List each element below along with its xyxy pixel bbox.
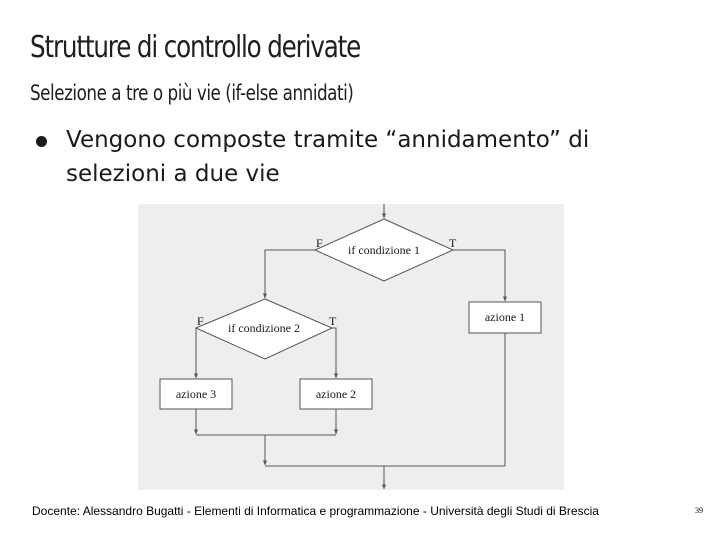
bullet-text: Vengono composte tramite “annidamento” d… <box>66 127 590 187</box>
slide-title: Strutture di controllo derivate <box>30 30 361 65</box>
branch-true-outer <box>453 249 507 302</box>
action-label-1: azione 1 <box>485 310 525 324</box>
action-label-3: azione 3 <box>176 387 216 401</box>
page-number: 39 <box>695 506 703 515</box>
footer-text: Docente: Alessandro Bugatti - Elementi d… <box>32 504 599 518</box>
decision-diamond-condition-1 <box>313 218 455 282</box>
decision-label-condition-2: if condizione 2 <box>228 321 300 335</box>
action-label-2: azione 2 <box>316 387 356 401</box>
true-label-outer: T <box>449 236 457 250</box>
bullet-list: Vengono composte tramite “annidamento” d… <box>34 123 626 191</box>
slide-subtitle: Selezione a tre o più vie (if-else annid… <box>30 81 354 105</box>
false-label-inner: F <box>197 314 204 328</box>
action-box-3 <box>159 378 233 410</box>
flowchart-svg: if condizione 1 F T azione 1 if condizio… <box>159 204 542 490</box>
false-label-outer: F <box>316 236 323 250</box>
decision-label-condition-1: if condizione 1 <box>348 243 420 257</box>
bullet-dot-icon <box>36 136 47 147</box>
action-box-2 <box>299 378 373 410</box>
true-label-inner: T <box>329 314 337 328</box>
decision-diamond-condition-2 <box>194 298 334 360</box>
branch-false-outer <box>263 249 315 299</box>
bullet-item: Vengono composte tramite “annidamento” d… <box>34 123 626 191</box>
action-box-1 <box>468 301 542 334</box>
flowchart-diagram: if condizione 1 F T azione 1 if condizio… <box>138 204 564 490</box>
branch-true-inner <box>332 327 338 379</box>
